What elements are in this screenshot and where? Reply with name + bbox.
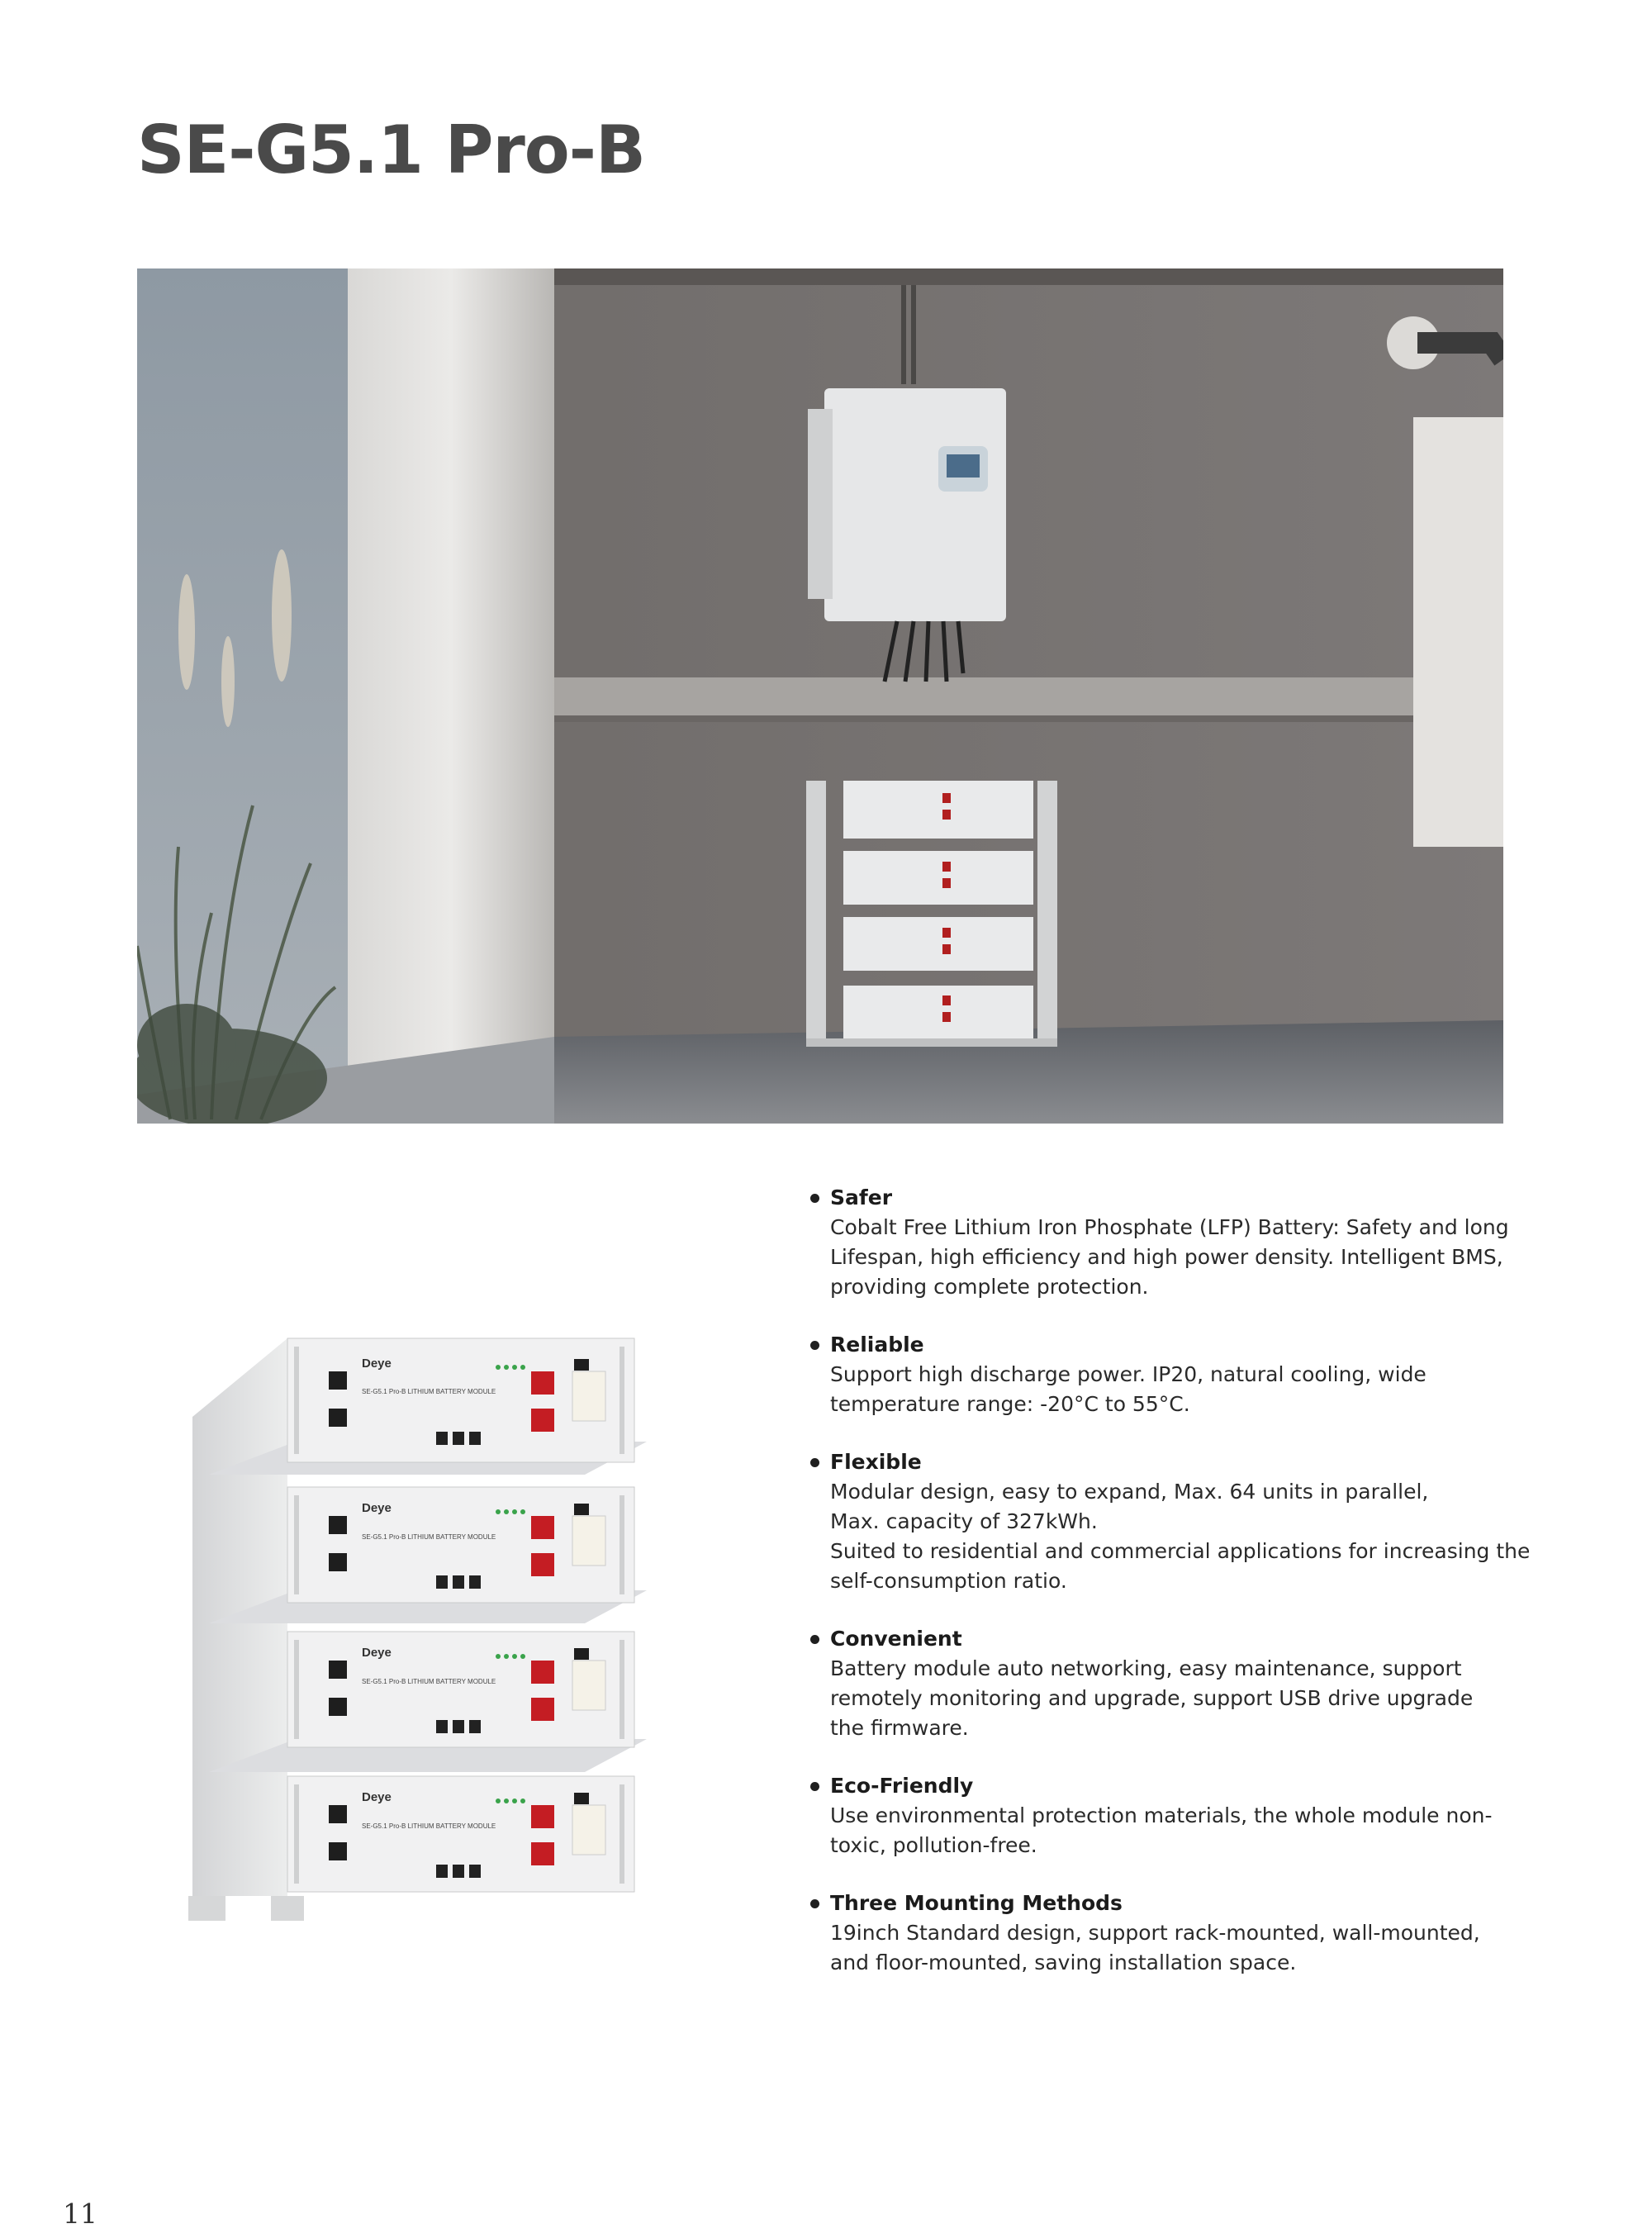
bullet-icon: [810, 1194, 819, 1203]
battery-module-1: Deye SE-G5.1 Pro-B LITHIUM BATTERY MODUL…: [287, 1338, 635, 1463]
feature-mounting-methods: Three Mounting Methods 19inch Standard d…: [810, 1889, 1551, 1978]
installation-photo: [137, 268, 1503, 1124]
feature-text-line: Use environmental protection materials, …: [830, 1803, 1493, 1827]
feature-text-line: toxic, pollution-free.: [830, 1833, 1037, 1857]
feature-title: Safer: [830, 1186, 893, 1209]
feature-title: Three Mounting Methods: [830, 1891, 1123, 1915]
battery-module-2: Deye SE-G5.1 Pro-B LITHIUM BATTERY MODUL…: [287, 1486, 635, 1604]
bullet-icon: [810, 1341, 819, 1350]
feature-text-line: Max. capacity of 327kWh.: [830, 1509, 1098, 1533]
feature-reliable: Reliable Support high discharge power. I…: [810, 1330, 1551, 1419]
page-title: SE-G5.1 Pro-B: [137, 112, 646, 188]
bullet-icon: [810, 1782, 819, 1791]
battery-stack-photo: Deye SE-G5.1 Pro-B LITHIUM BATTERY MODUL…: [188, 1326, 647, 1921]
svg-text:SE-G5.1 Pro-B LITHIUM BATTERY: SE-G5.1 Pro-B LITHIUM BATTERY MODULE: [362, 1388, 496, 1395]
bullet-icon: [810, 1635, 819, 1644]
feature-text-line: Lifespan, high efficiency and high power…: [830, 1245, 1503, 1269]
feature-title: Flexible: [830, 1450, 922, 1474]
feature-safer: Safer Cobalt Free Lithium Iron Phosphate…: [810, 1183, 1551, 1302]
feature-text-line: and floor-mounted, saving installation s…: [830, 1951, 1297, 1974]
feature-convenient: Convenient Battery module auto networkin…: [810, 1624, 1551, 1743]
feature-title: Convenient: [830, 1627, 962, 1651]
battery-module-3: Deye SE-G5.1 Pro-B LITHIUM BATTERY MODUL…: [287, 1631, 635, 1748]
svg-text:Deye: Deye: [362, 1357, 392, 1371]
feature-text-line: Battery module auto networking, easy mai…: [830, 1656, 1462, 1680]
feature-text-line: self-consumption ratio.: [830, 1569, 1067, 1593]
feature-text-line: remotely monitoring and upgrade, support…: [830, 1686, 1474, 1710]
svg-text:Deye: Deye: [362, 1646, 392, 1660]
bullet-icon: [810, 1458, 819, 1467]
bullet-icon: [810, 1899, 819, 1908]
battery-module-4: Deye SE-G5.1 Pro-B LITHIUM BATTERY MODUL…: [287, 1775, 635, 1893]
feature-text-line: Suited to residential and commercial app…: [830, 1539, 1531, 1563]
feature-text-line: Cobalt Free Lithium Iron Phosphate (LFP)…: [830, 1215, 1509, 1239]
feature-text-line: Modular design, easy to expand, Max. 64 …: [830, 1480, 1429, 1504]
svg-text:Deye: Deye: [362, 1790, 392, 1804]
feature-text-line: providing complete protection.: [830, 1275, 1149, 1299]
feature-eco-friendly: Eco-Friendly Use environmental protectio…: [810, 1771, 1551, 1860]
feature-text-line: Support high discharge power. IP20, natu…: [830, 1362, 1427, 1386]
feature-text-line: temperature range: -20°C to 55°C.: [830, 1392, 1190, 1416]
svg-text:SE-G5.1 Pro-B LITHIUM BATTERY: SE-G5.1 Pro-B LITHIUM BATTERY MODULE: [362, 1533, 496, 1541]
svg-text:Deye: Deye: [362, 1501, 392, 1515]
feature-flexible: Flexible Modular design, easy to expand,…: [810, 1447, 1551, 1596]
svg-text:SE-G5.1 Pro-B LITHIUM BATTERY: SE-G5.1 Pro-B LITHIUM BATTERY MODULE: [362, 1678, 496, 1685]
feature-title: Eco-Friendly: [830, 1774, 974, 1798]
feature-text-line: the firmware.: [830, 1716, 969, 1740]
svg-text:SE-G5.1 Pro-B LITHIUM BATTERY: SE-G5.1 Pro-B LITHIUM BATTERY MODULE: [362, 1822, 496, 1830]
feature-title: Reliable: [830, 1333, 924, 1357]
feature-list: Safer Cobalt Free Lithium Iron Phosphate…: [810, 1183, 1551, 2006]
feature-text-line: 19inch Standard design, support rack-mou…: [830, 1921, 1480, 1945]
page-number: 11: [63, 2198, 97, 2230]
